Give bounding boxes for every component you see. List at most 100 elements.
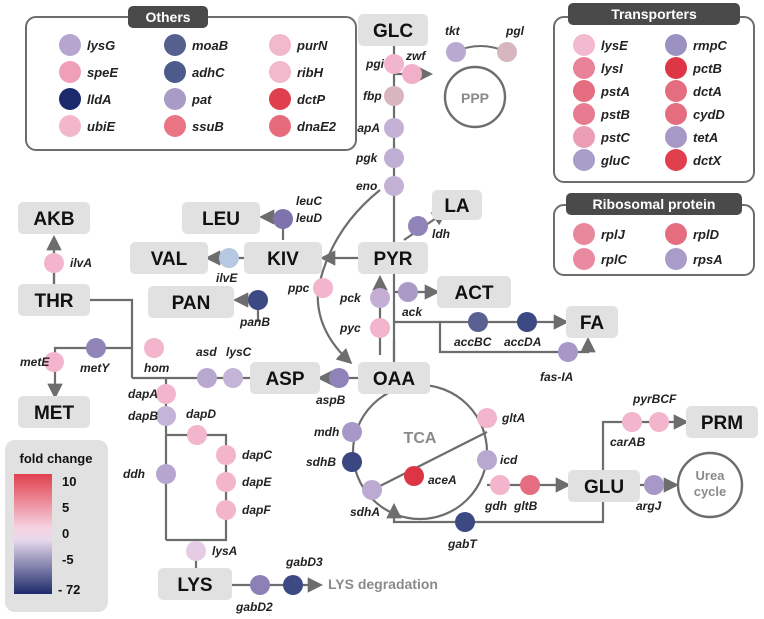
svg-text:PRM: PRM	[701, 413, 743, 434]
gene-gabD3: gabD3	[283, 555, 323, 595]
transporters-item-gluC: gluC	[573, 149, 630, 171]
gene-pyrBCF: pyrBCF	[632, 392, 677, 432]
svg-text:AKB: AKB	[33, 209, 74, 230]
ribosomal-swatch	[573, 223, 595, 245]
svg-text:dapB: dapB	[128, 409, 158, 423]
svg-text:metE: metE	[20, 355, 50, 369]
others-item-lldA: lldA	[59, 88, 112, 110]
transporters-title: Transporters	[611, 6, 697, 22]
ribosomal-gene-label: rplD	[693, 227, 720, 242]
transporters-gene-label: lysI	[601, 61, 623, 76]
gene-fbp: fbp	[363, 86, 404, 106]
others-swatch	[164, 34, 186, 56]
svg-text:hom: hom	[144, 361, 170, 375]
others-gene-label: lysG	[87, 38, 115, 53]
transporters-gene-label: tetA	[693, 130, 718, 145]
svg-text:dapE: dapE	[242, 475, 272, 489]
svg-text:LA: LA	[444, 196, 470, 217]
svg-text:ldh: ldh	[432, 227, 450, 241]
transporters-item-dctA: dctA	[665, 80, 722, 102]
gene-eno: eno	[356, 176, 404, 196]
metabolite-oaa: OAA	[358, 362, 430, 394]
gene-lysC: lysC	[223, 345, 252, 388]
transporters-gene-label: pstA	[600, 84, 630, 99]
svg-text:ilvA: ilvA	[70, 256, 92, 270]
metabolite-met: MET	[18, 396, 90, 428]
svg-text:PYR: PYR	[373, 249, 412, 270]
urea-cycle	[676, 451, 744, 519]
others-gene-label: ssuB	[192, 119, 224, 134]
others-title: Others	[145, 9, 190, 25]
gene-ddh: ddh	[123, 464, 176, 484]
svg-text:gltB: gltB	[513, 499, 538, 513]
svg-text:tkt: tkt	[445, 24, 461, 38]
svg-text:FA: FA	[580, 313, 605, 334]
others-swatch	[59, 61, 81, 83]
ribosomal-gene-label: rplC	[601, 252, 628, 267]
svg-text:sdhB: sdhB	[306, 455, 336, 469]
metabolite-glu: GLU	[568, 470, 640, 502]
ribosomal-item-rplC: rplC	[573, 248, 628, 270]
ribosomal-gene-label: rpsA	[693, 252, 723, 267]
metabolite-thr: THR	[18, 284, 90, 316]
svg-text:pyc: pyc	[339, 321, 361, 335]
ribosomal-swatch	[573, 248, 595, 270]
gene-ppc: ppc	[287, 278, 333, 298]
gene-gabT: gabT	[447, 512, 478, 551]
ribosomal-item-rplD: rplD	[665, 223, 720, 245]
transporters-item-pstB: pstB	[573, 103, 630, 125]
svg-text:lysA: lysA	[212, 544, 237, 558]
svg-text:PAN: PAN	[172, 293, 211, 314]
others-gene-label: adhC	[192, 65, 225, 80]
ppp-label: PPP	[461, 90, 489, 106]
svg-text:dapF: dapF	[242, 503, 271, 517]
svg-text:leuD: leuD	[296, 211, 322, 225]
legend-tick-10: 10	[62, 474, 76, 489]
svg-text:pyrBCF: pyrBCF	[632, 392, 677, 406]
others-gene-label: ribH	[297, 65, 324, 80]
metabolite-act: ACT	[437, 276, 511, 308]
svg-text:ppc: ppc	[287, 281, 310, 295]
transporters-gene-label: rmpC	[693, 38, 728, 53]
ribosomal-title: Ribosomal protein	[593, 196, 716, 212]
svg-text:icd: icd	[500, 453, 518, 467]
others-item-dnaE2: dnaE2	[269, 115, 337, 137]
svg-text:mdh: mdh	[314, 425, 339, 439]
tca-label: TCA	[404, 430, 437, 447]
gene-panB: panB	[239, 290, 270, 329]
gene-dapB: dapB	[128, 406, 176, 426]
gene-ilvE: ilvE	[216, 248, 239, 285]
gene-carAB: carAB	[610, 412, 646, 449]
svg-text:fbp: fbp	[363, 89, 382, 103]
metabolite-asp: ASP	[250, 362, 320, 394]
gene-accBC: accBC	[454, 312, 492, 349]
others-gene-label: dctP	[297, 92, 326, 107]
gene-dapD: dapD	[186, 407, 216, 445]
others-gene-label: purN	[296, 38, 328, 53]
svg-text:dapC: dapC	[242, 448, 272, 462]
gene-metE: metE	[20, 352, 64, 372]
transporters-item-rmpC: rmpC	[665, 34, 728, 56]
others-swatch	[164, 61, 186, 83]
gene-nodes: tkt pgl pgi zwf fbp gapA pgk eno ldh leu…	[20, 24, 677, 614]
metabolite-fa: FA	[566, 306, 618, 338]
gene-pgl: pgl	[497, 24, 525, 62]
svg-text:accBC: accBC	[454, 335, 492, 349]
gene-dapC: dapC	[216, 445, 272, 465]
others-gene-label: dnaE2	[297, 119, 337, 134]
transporters-item-pctB: pctB	[665, 57, 722, 79]
svg-text:metY: metY	[80, 361, 110, 375]
transporters-swatch	[665, 57, 687, 79]
others-item-lysG: lysG	[59, 34, 115, 56]
svg-text:dapD: dapD	[186, 407, 216, 421]
metabolite-leu: LEU	[182, 202, 260, 234]
svg-text:KIV: KIV	[267, 249, 299, 270]
transporters-item-dctX: dctX	[665, 149, 723, 171]
transporters-item-pstC: pstC	[573, 126, 631, 148]
transporters-item-cydD: cydD	[665, 103, 725, 125]
svg-text:pck: pck	[339, 291, 362, 305]
gene-aspB: aspB	[316, 368, 349, 407]
svg-text:pgi: pgi	[365, 57, 385, 71]
